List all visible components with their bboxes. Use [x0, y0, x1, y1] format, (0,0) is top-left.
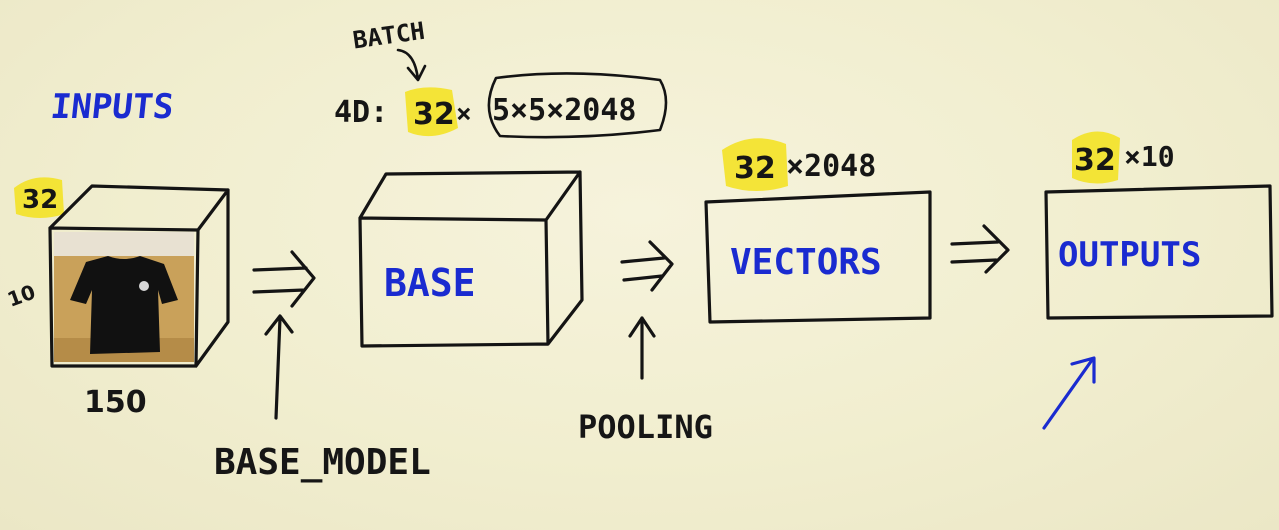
pooling-pointer	[628, 316, 656, 380]
input-width: 150	[84, 385, 147, 420]
input-batch-highlight	[14, 177, 64, 218]
dims-box	[487, 72, 668, 139]
batch-num: 32	[413, 97, 455, 132]
vectors-box	[704, 190, 932, 324]
inputs-label: INPUTS	[49, 87, 176, 127]
batch-num-highlight	[405, 87, 458, 137]
batch-arrow	[396, 48, 427, 82]
input-height: 10	[4, 280, 38, 312]
outputs-batch: 32	[1074, 143, 1116, 178]
input-cube-outline	[48, 184, 230, 368]
base-model-label: BASE_MODEL	[214, 442, 431, 483]
vectors-dims: ×2048	[786, 149, 876, 184]
arrow-base-to-vectors	[620, 240, 674, 292]
outputs-pointer-arrow	[1042, 356, 1096, 430]
base-cube-outline	[358, 170, 584, 348]
tshirt-photo-icon	[54, 232, 194, 362]
base-label: BASE	[384, 261, 476, 305]
arrow-vectors-to-outputs	[950, 224, 1010, 274]
outputs-box	[1044, 184, 1274, 320]
input-batch: 32	[22, 185, 58, 215]
vectors-batch-highlight	[722, 138, 788, 191]
dims-times: ×	[456, 99, 472, 129]
outputs-dims: ×10	[1124, 140, 1175, 173]
batch-label: BATCH	[351, 17, 426, 55]
vectors-label: VECTORS	[730, 242, 882, 283]
outputs-batch-highlight	[1072, 131, 1120, 184]
pooling-label: POOLING	[578, 408, 713, 446]
outputs-label: OUTPUTS	[1058, 235, 1201, 275]
vectors-batch: 32	[734, 151, 776, 186]
dims-prefix: 4D:	[334, 95, 388, 130]
arrow-inputs-to-base	[252, 250, 316, 308]
dims-rest: 5×5×2048	[492, 93, 637, 128]
base-model-pointer	[264, 314, 294, 420]
